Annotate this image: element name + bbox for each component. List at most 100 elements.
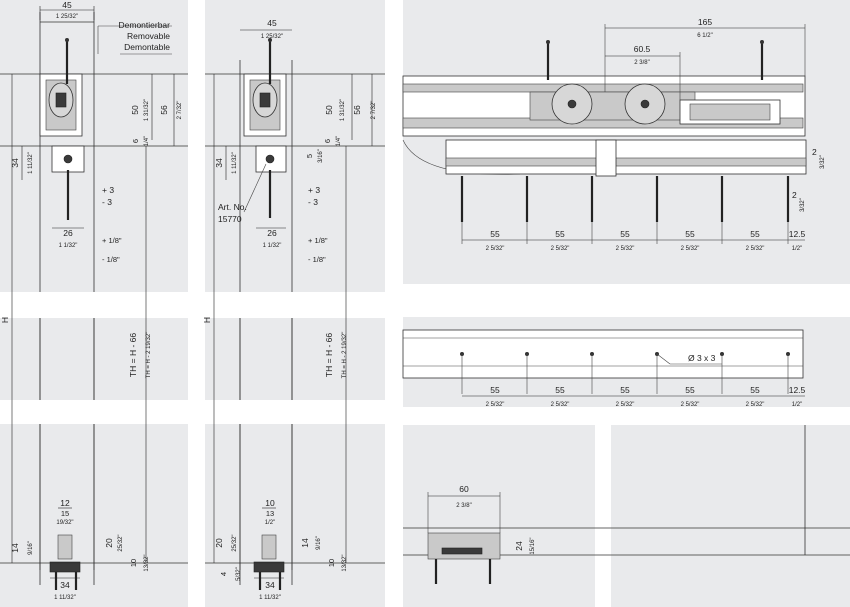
left-bottom-12: 12 <box>60 498 70 508</box>
mid-bottom-4-in: 5/32" <box>236 567 242 581</box>
drill-note: Ø 3 x 3 <box>688 353 716 363</box>
art-no-value: 15770 <box>218 214 242 224</box>
mid-top-width-in: 1 25/32" <box>261 34 283 40</box>
left-h-label: H <box>0 317 10 323</box>
left-bottom-15: 15 <box>61 509 69 518</box>
top-spacing-in-6: 1/2" <box>792 246 802 252</box>
mid-bottom-10: 10 <box>265 498 275 508</box>
left-dim-6: 6 <box>131 139 140 143</box>
left-dim-50: 50 <box>130 105 140 115</box>
mid-bottom-14: 14 <box>300 538 310 548</box>
mid-adj-plus: + 3 <box>308 185 320 195</box>
mid-bottom-4: 4 <box>219 572 228 576</box>
left-bottom-15-in: 19/32" <box>56 520 73 526</box>
left-dim-50-in: 1 31/32" <box>144 99 150 121</box>
mid-bottom-13-in: 1/2" <box>265 520 275 526</box>
mid-spacing-in-3: 2 5/32" <box>616 402 635 408</box>
mid-dim-34: 34 <box>214 158 224 168</box>
left-bottom-10: 10 <box>129 559 138 567</box>
left-bottom-14-in: 9/16" <box>28 541 34 555</box>
mid-th-label: TH = H - 66 <box>324 333 334 377</box>
mid-bottom-14-in: 9/16" <box>316 536 322 550</box>
mid-th-label-in: TH = H - 2 19/32" <box>342 332 348 379</box>
mid-dim-34-in: 1 11/32" <box>232 152 238 174</box>
top-spacing-2: 55 <box>555 229 565 239</box>
mid-bottom-20: 20 <box>214 538 224 548</box>
guide-height-in: 15/16" <box>530 537 536 554</box>
top-spacing-5: 55 <box>750 229 760 239</box>
left-adj-plus-in: + 1/8" <box>102 236 122 245</box>
top-overall: 165 <box>698 17 712 27</box>
mid-spacing-2: 55 <box>555 385 565 395</box>
left-th-label-in: TH = H - 2 19/32" <box>146 332 152 379</box>
top-half-in: 2 3/8" <box>634 60 649 66</box>
middle-right-drill-view: Ø 3 x 3 55 55 55 55 55 12.5 2 5/32" 2 5/… <box>402 329 806 408</box>
top-spacing-in-2: 2 5/32" <box>551 246 570 252</box>
mid-bottom-34: 34 <box>265 580 275 590</box>
mid-spacing-5: 55 <box>750 385 760 395</box>
left-th-label: TH = H - 66 <box>128 333 138 377</box>
left-bottom-34: 34 <box>60 580 70 590</box>
top-spacing-in-5: 2 5/32" <box>746 246 765 252</box>
mid-bottom-34-in: 1 11/32" <box>259 595 281 601</box>
mid-bottom-20-in: 25/32" <box>232 534 238 551</box>
art-no-label: Art. No. <box>218 202 247 212</box>
left-top-width-in: 1 25/32" <box>56 14 78 20</box>
mid-top-width: 45 <box>267 18 277 28</box>
mid-spacing-in-5: 2 5/32" <box>746 402 765 408</box>
removable-note-fr: Demontable <box>124 42 170 52</box>
top-spacing-in-1: 2 5/32" <box>486 246 505 252</box>
mid-dim-6: 6 <box>323 139 332 143</box>
mid-spacing-3: 55 <box>620 385 630 395</box>
mid-dim-50-in: 1 31/32" <box>340 99 346 121</box>
removable-note-de: Demontierbar <box>119 20 171 30</box>
mid-spacing-in-4: 2 5/32" <box>681 402 700 408</box>
mid-dim-5-in: 3/16" <box>318 149 324 163</box>
mid-bottom-10r-in: 13/32" <box>342 554 348 571</box>
top-spacing-4: 55 <box>685 229 695 239</box>
top-spacing-in-4: 2 5/32" <box>681 246 700 252</box>
left-adj-minus: - 3 <box>102 197 112 207</box>
mid-adj-plus-in: + 1/8" <box>308 236 328 245</box>
mid-h-label: H <box>202 317 212 323</box>
guide-width-in: 2 3/8" <box>456 503 471 509</box>
left-bottom-34-in: 1 11/32" <box>54 595 76 601</box>
mid-spacing-in-1: 2 5/32" <box>486 402 505 408</box>
bottom-right-guide-view: 60 2 3/8" 24 15/16" <box>403 425 850 584</box>
left-side-view: 45 1 25/32" Demontierbar Removable Demon… <box>0 0 188 601</box>
mid-spacing-1: 55 <box>490 385 500 395</box>
mid-dim-56-in: 2 7/32" <box>371 101 377 120</box>
mid-dim-50: 50 <box>324 105 334 115</box>
top-side-2a-in: 3/32" <box>820 155 826 169</box>
left-dim-6-in: 1/4" <box>144 136 150 146</box>
mid-spacing-4: 55 <box>685 385 695 395</box>
top-spacing-1: 55 <box>490 229 500 239</box>
mid-dim-6-in: 1/4" <box>336 136 342 146</box>
left-dim-56: 56 <box>159 105 169 115</box>
top-side-2b-in: 3/32" <box>800 198 806 212</box>
left-adj-minus-in: - 1/8" <box>102 255 120 264</box>
left-dim-34-in: 1 11/32" <box>28 152 34 174</box>
mid-dim-26-in: 1 1/32" <box>263 243 282 249</box>
mid-spacing-in-6: 1/2" <box>792 402 802 408</box>
left-adj-plus: + 3 <box>102 185 114 195</box>
top-side-2a: 2 <box>812 147 817 157</box>
middle-side-view: 45 1 25/32" 50 1 31/32" 56 2 7/32" 6 1/4… <box>202 18 385 601</box>
top-spacing-3: 55 <box>620 229 630 239</box>
guide-width: 60 <box>459 484 469 494</box>
left-dim-34: 34 <box>10 158 20 168</box>
top-side-2b: 2 <box>792 190 797 200</box>
left-bottom-20-in: 25/32" <box>118 534 124 551</box>
left-bottom-10-in: 13/32" <box>144 554 150 571</box>
mid-dim-26: 26 <box>267 228 277 238</box>
guide-height: 24 <box>514 541 524 551</box>
left-top-width: 45 <box>62 0 72 10</box>
mid-bottom-13: 13 <box>266 509 274 518</box>
mid-spacing-6: 12.5 <box>789 385 806 395</box>
left-dim-56-in: 2 7/32" <box>177 101 183 120</box>
top-half: 60.5 <box>634 44 651 54</box>
mid-bottom-10r: 10 <box>327 559 336 567</box>
top-spacing-6: 12.5 <box>789 229 806 239</box>
removable-note-en: Removable <box>127 31 170 41</box>
